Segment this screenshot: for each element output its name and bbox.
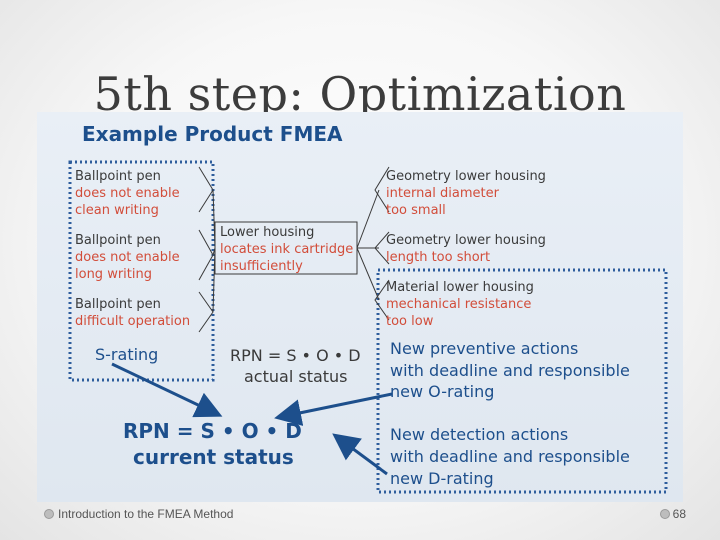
effect-text: difficult operation xyxy=(75,314,191,329)
cause-detail: mechanical resistance xyxy=(386,297,532,312)
effect-text: does not enable xyxy=(75,186,180,201)
fmea-figure: Example Product FMEA Ballpoint pen does … xyxy=(37,112,683,502)
current-rpn: RPN = S • O • D xyxy=(123,419,302,443)
bullet-icon xyxy=(44,509,54,519)
detection-action-line: with deadline and responsible xyxy=(390,447,630,466)
detection-action-line: New detection actions xyxy=(390,425,569,444)
d-rating-arrow xyxy=(332,433,388,476)
o-rating-arrow xyxy=(274,392,393,426)
actual-rpn: RPN = S • O • D xyxy=(230,346,361,365)
cause-text: Material lower housing xyxy=(386,280,534,295)
cause-text: Geometry lower housing xyxy=(386,169,546,184)
effect-text: long writing xyxy=(75,267,152,282)
failure-mode-text: locates ink cartridge xyxy=(220,242,354,257)
effect-text: does not enable xyxy=(75,250,180,265)
effect-item: Ballpoint pen xyxy=(75,169,161,184)
figure-title: Example Product FMEA xyxy=(82,122,343,146)
bullet-icon xyxy=(659,509,670,519)
effect-item: Ballpoint pen xyxy=(75,297,161,312)
page-number: 68 xyxy=(672,507,686,521)
s-rating-arrow xyxy=(111,362,223,418)
actual-status: actual status xyxy=(244,367,348,386)
cause-text: Geometry lower housing xyxy=(386,233,546,248)
cause-detail: too small xyxy=(386,203,446,218)
detection-action-line: new D-rating xyxy=(390,469,494,488)
failure-mode-component: Lower housing xyxy=(220,225,315,240)
preventive-action-line: New preventive actions xyxy=(390,339,579,358)
preventive-action-line: new O-rating xyxy=(390,382,495,401)
cause-detail: length too short xyxy=(386,250,491,265)
footer-text: Introduction to the FMEA Method xyxy=(58,507,234,521)
cause-detail: too low xyxy=(386,314,434,329)
cause-detail: internal diameter xyxy=(386,186,499,201)
footer-left: Introduction to the FMEA Method xyxy=(44,507,233,521)
effect-item: Ballpoint pen xyxy=(75,233,161,248)
effect-tree-lines xyxy=(198,166,216,333)
fmea-connectors xyxy=(68,160,668,494)
preventive-action-line: with deadline and responsible xyxy=(390,361,630,380)
failure-mode-text: insufficiently xyxy=(220,259,303,274)
footer-right: 68 xyxy=(659,507,686,521)
s-rating-label: S-rating xyxy=(95,345,159,364)
cause-tree-lines xyxy=(356,166,390,321)
effect-text: clean writing xyxy=(75,203,159,218)
effects-box xyxy=(68,160,215,382)
current-status: current status xyxy=(133,445,294,469)
